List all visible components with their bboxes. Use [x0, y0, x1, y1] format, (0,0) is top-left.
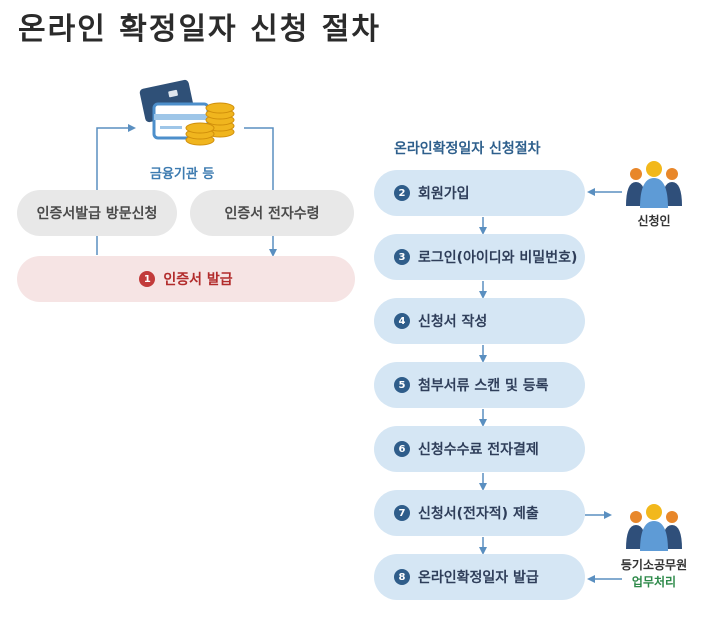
electronic-receipt-box: 인증서 전자수령	[190, 190, 354, 236]
step-box: 2 회원가입	[374, 170, 585, 216]
step-number-badge: 1	[139, 271, 156, 287]
step-label: 회원가입	[418, 186, 470, 202]
visit-application-label: 인증서발급 방문신청	[36, 206, 158, 222]
step-label: 신청서(전자적) 제출	[418, 506, 539, 522]
bank-label: 금융기관 등	[150, 167, 215, 182]
page-title: 온라인 확정일자 신청 절차	[18, 12, 381, 47]
step-box: 4 신청서 작성	[374, 298, 585, 344]
step-number-badge: 8	[394, 569, 410, 585]
step-label: 첨부서류 스캔 및 등록	[418, 378, 549, 394]
step-label: 로그인(아이디와 비밀번호)	[418, 250, 578, 266]
certificate-issue-label: 인증서 발급	[163, 272, 233, 288]
certificate-issue-box: 1 인증서 발급	[17, 256, 355, 302]
step-number-badge: 4	[394, 313, 410, 329]
flow-title: 온라인확정일자 신청절차	[394, 141, 541, 157]
step-label: 신청서 작성	[418, 314, 488, 330]
step-number-badge: 2	[394, 185, 410, 201]
people-group-icon	[626, 504, 682, 551]
officer-sub-label: 업무처리	[631, 575, 677, 589]
step-number-badge: 3	[394, 249, 410, 265]
step-box: 3 로그인(아이디와 비밀번호)	[374, 234, 585, 280]
bank-card-coins-icon	[139, 79, 235, 146]
step-number-badge: 7	[394, 505, 410, 521]
step-label: 신청수수료 전자결제	[418, 442, 539, 458]
step-number-badge: 6	[394, 441, 410, 457]
step-box: 8 온라인확정일자 발급	[374, 554, 585, 600]
step-label: 온라인확정일자 발급	[418, 570, 539, 586]
people-group-icon	[626, 161, 682, 208]
step-box: 5 첨부서류 스캔 및 등록	[374, 362, 585, 408]
visit-application-box: 인증서발급 방문신청	[17, 190, 177, 236]
step-number-badge: 5	[394, 377, 410, 393]
applicant-label: 신청인	[637, 214, 671, 228]
step-box: 7 신청서(전자적) 제출	[374, 490, 585, 536]
electronic-receipt-label: 인증서 전자수령	[224, 206, 320, 222]
officer-label: 등기소공무원	[620, 558, 688, 572]
step-box: 6 신청수수료 전자결제	[374, 426, 585, 472]
